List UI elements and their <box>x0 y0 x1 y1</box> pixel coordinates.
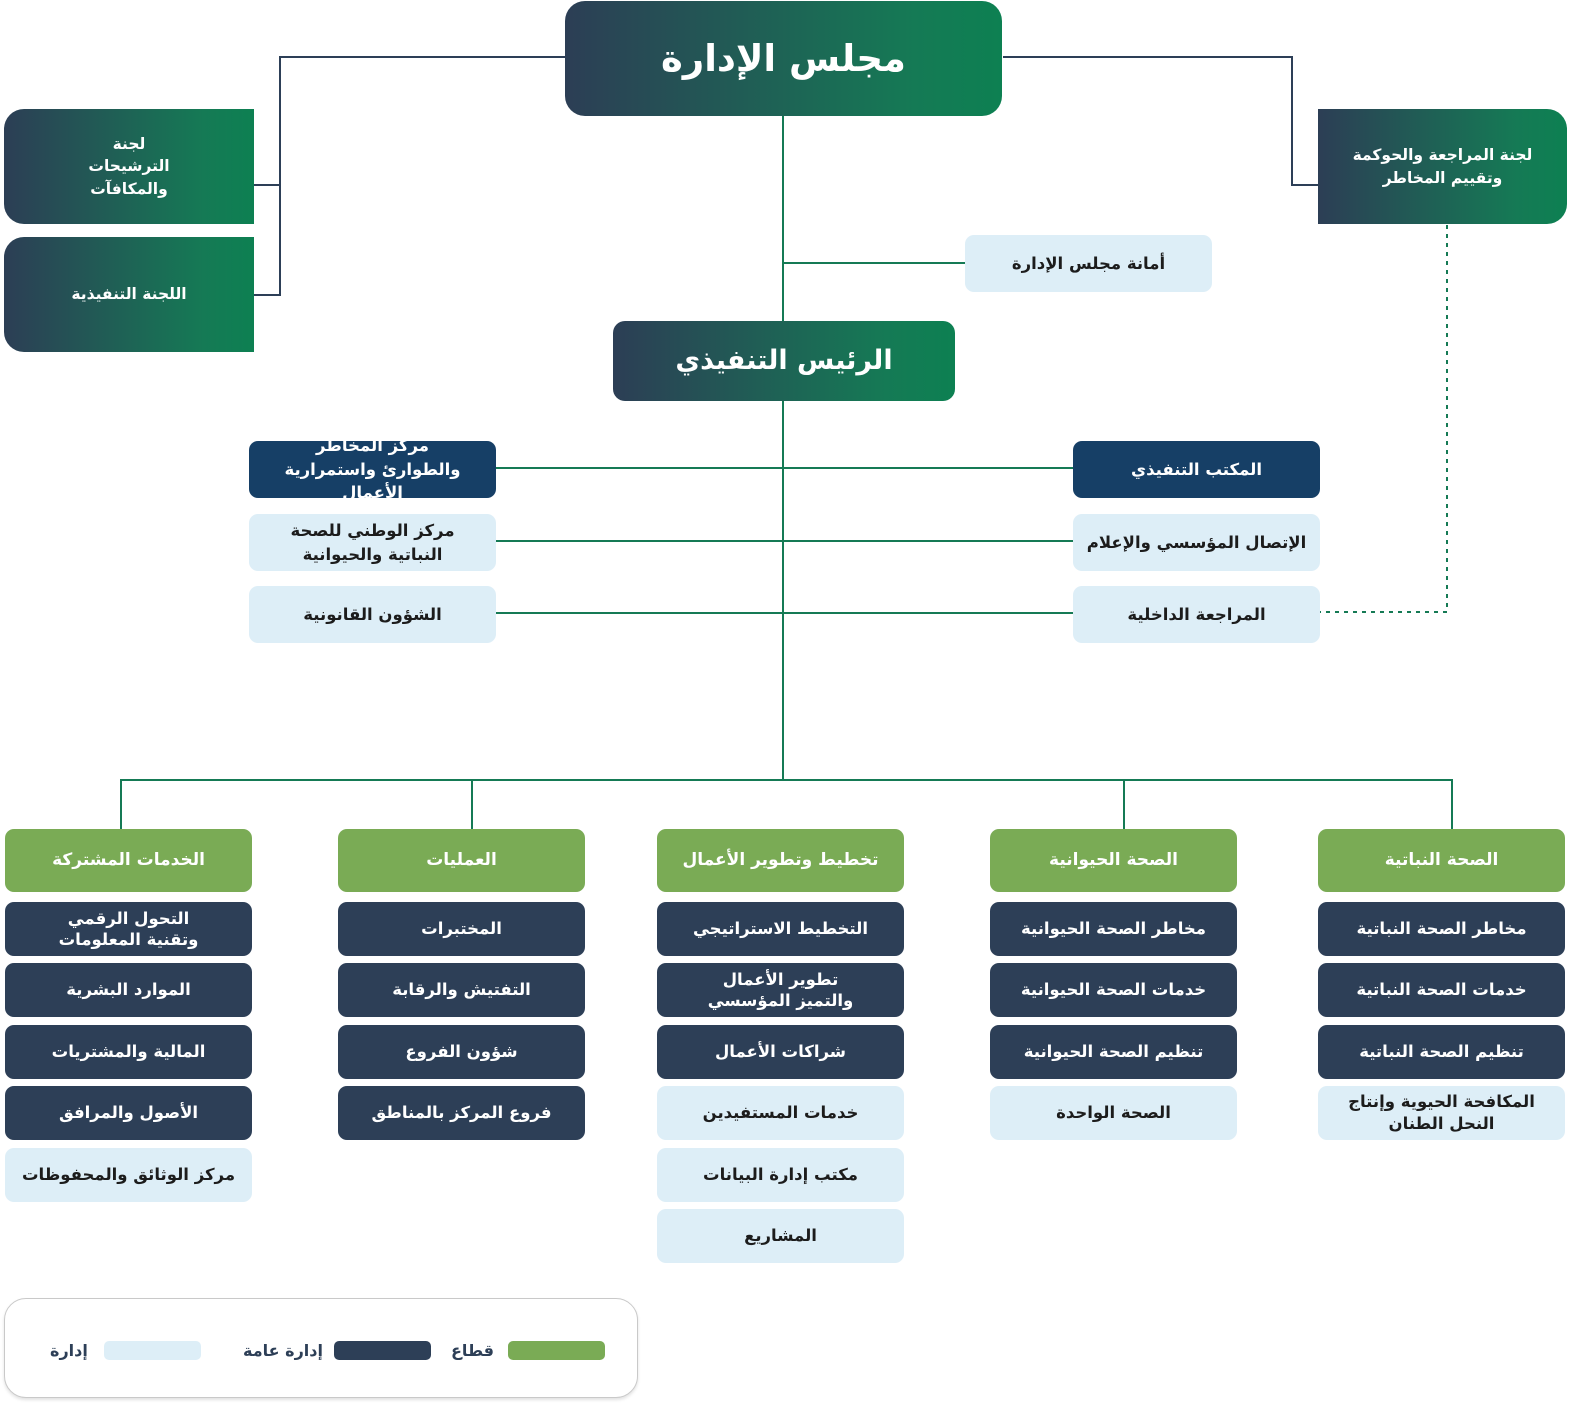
legend-admin-swatch <box>104 1341 201 1360</box>
board-secretariat: أمانة مجلس الإدارة <box>965 235 1212 292</box>
unit-box: الأصول والمرافق <box>5 1086 252 1140</box>
internal-audit: المراجعة الداخلية <box>1073 586 1320 643</box>
unit-box: الموارد البشرية <box>5 963 252 1017</box>
board-of-directors: مجلس الإدارة <box>565 1 1002 116</box>
unit-box: مركز الوثائق والمحفوظات <box>5 1148 252 1202</box>
unit-box: تطوير الأعمال والتميز المؤسسي <box>657 963 904 1017</box>
sector-animal-health: الصحة الحيوانية <box>990 829 1237 892</box>
legend-general-admin-label: إدارة عامة <box>243 1341 323 1360</box>
ceo-box: الرئيس التنفيذي <box>613 321 955 401</box>
unit-box: خدمات المستفيدين <box>657 1086 904 1140</box>
corporate-communication: الإتصال المؤسسي والإعلام <box>1073 514 1320 571</box>
unit-box: المشاريع <box>657 1209 904 1263</box>
unit-box: فروع المركز بالمناطق <box>338 1086 585 1140</box>
audit-governance-committee: لجنة المراجعة والحوكمة وتقييم المخاطر <box>1318 109 1567 224</box>
unit-box: خدمات الصحة الحيوانية <box>990 963 1237 1017</box>
unit-box: تنظيم الصحة الحيوانية <box>990 1025 1237 1079</box>
unit-box: المالية والمشتريات <box>5 1025 252 1079</box>
sector-planning-development: تخطيط وتطوير الأعمال <box>657 829 904 892</box>
unit-box: شؤون الفروع <box>338 1025 585 1079</box>
legend-general-admin-swatch <box>334 1341 431 1360</box>
national-health-center: مركز الوطني للصحة النباتية والحيوانية <box>249 514 496 571</box>
unit-box: التحول الرقمي وتقنية المعلومات <box>5 902 252 956</box>
risk-emergency-center: مركز المخاطر والطوارئ واستمرارية الأعمال <box>249 436 496 502</box>
unit-box: مخاطر الصحة الحيوانية <box>990 902 1237 956</box>
legend: قطاع إدارة عامة إدارة <box>4 1298 638 1398</box>
unit-box: مخاطر الصحة النباتية <box>1318 902 1565 956</box>
legal-affairs: الشؤون القانونية <box>249 586 496 643</box>
unit-box: التخطيط الاستراتيجي <box>657 902 904 956</box>
executive-office: المكتب التنفيذي <box>1073 441 1320 498</box>
unit-box: تنظيم الصحة النباتية <box>1318 1025 1565 1079</box>
unit-box: خدمات الصحة النباتية <box>1318 963 1565 1017</box>
nominations-committee: لجنة الترشيحات والمكافآت <box>4 109 254 224</box>
executive-committee: اللجنة التنفيذية <box>4 237 254 352</box>
legend-sector-label: قطاع <box>451 1341 494 1360</box>
unit-box: المكافحة الحيوية وإنتاج النحل الطنان <box>1318 1086 1565 1140</box>
legend-sector-swatch <box>508 1341 605 1360</box>
sector-shared-services: الخدمات المشتركة <box>5 829 252 892</box>
unit-box: التفتيش والرقابة <box>338 963 585 1017</box>
unit-box: شراكات الأعمال <box>657 1025 904 1079</box>
legend-admin-label: إدارة <box>50 1341 88 1360</box>
unit-box: المختبرات <box>338 902 585 956</box>
unit-box: الصحة الواحدة <box>990 1086 1237 1140</box>
unit-box: مكتب إدارة البيانات <box>657 1148 904 1202</box>
sector-operations: العمليات <box>338 829 585 892</box>
sector-plant-health: الصحة النباتية <box>1318 829 1565 892</box>
